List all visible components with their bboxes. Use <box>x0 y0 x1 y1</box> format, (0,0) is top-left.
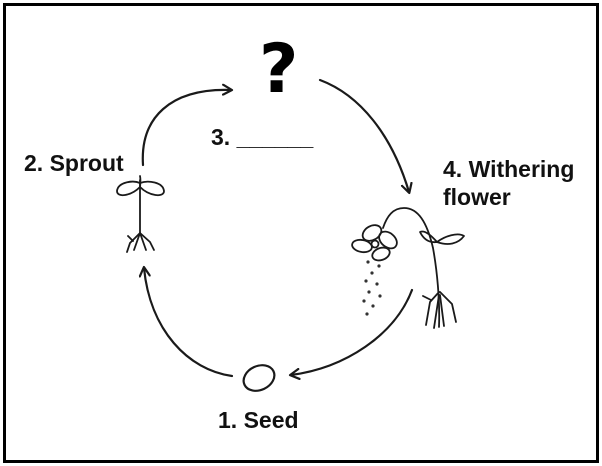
sprout-icon <box>116 175 165 253</box>
withering-flower-icon <box>351 207 465 329</box>
question-mark: ? <box>259 30 299 109</box>
stage-4-flower-label: flower <box>443 184 511 210</box>
stage-2-sprout-label: 2. Sprout <box>24 150 124 176</box>
stage-4-withering-label: 4. Withering <box>443 156 575 182</box>
arrow-seed-to-sprout <box>144 268 234 378</box>
arrow-sprout-to-stage3 <box>141 90 231 167</box>
arrow-withering-to-seed <box>291 288 414 375</box>
diagram-frame <box>3 3 599 463</box>
seed-icon <box>242 364 276 392</box>
arrow-stage3-to-withering <box>318 78 409 192</box>
stage-3-blank-label: 3. ______ <box>211 124 314 150</box>
stage-1-seed-label: 1. Seed <box>218 407 299 433</box>
